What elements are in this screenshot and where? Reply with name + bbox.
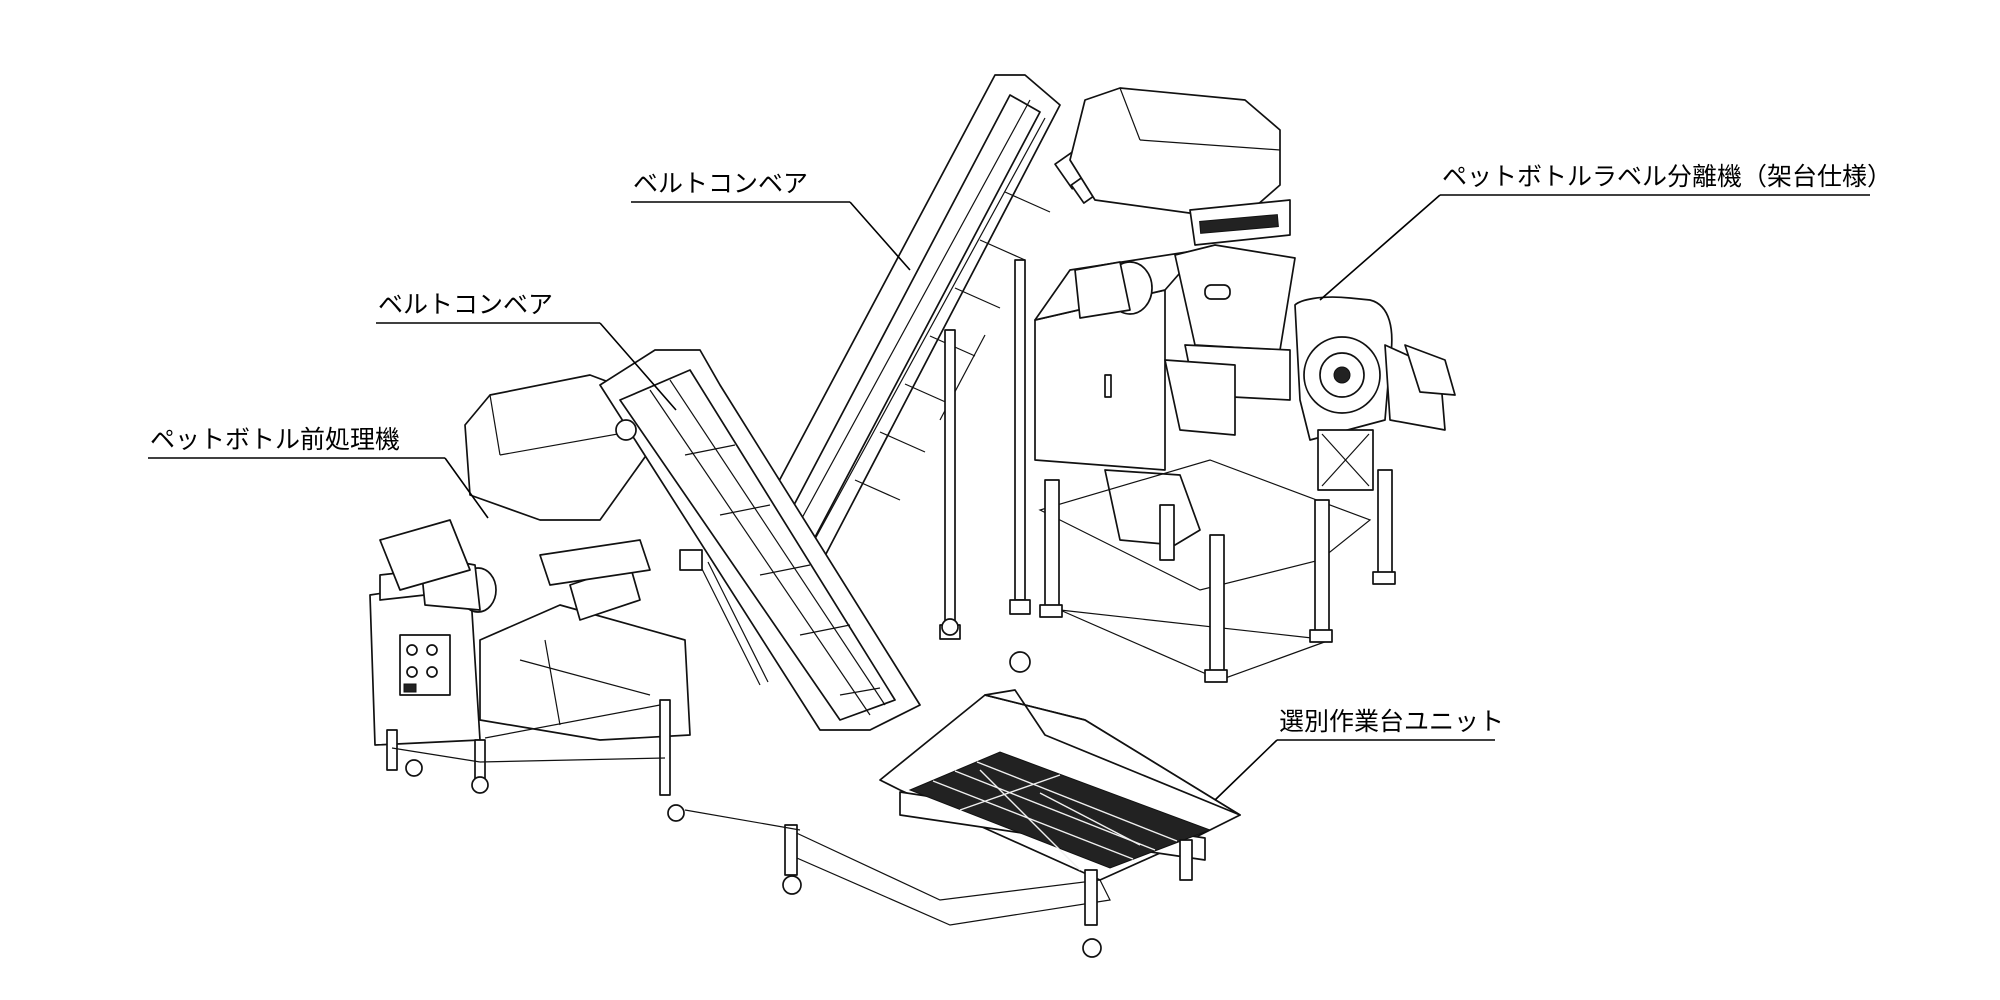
label-preprocessor: ペットボトル前処理機 <box>150 425 400 454</box>
leader-lines <box>148 194 1870 801</box>
leader-label-separator-pointer <box>1319 194 1441 301</box>
label-conveyor-rear: ベルトコンベア <box>633 169 808 198</box>
front-belt-conveyor-drawing <box>599 349 921 731</box>
label-separator-drawing <box>1034 87 1456 683</box>
preprocessor-drawing <box>369 374 691 822</box>
label-conveyor-front: ベルトコンベア <box>378 290 553 319</box>
leader-conveyor-front-pointer <box>599 322 677 411</box>
sorting-table-drawing <box>684 689 1241 958</box>
leader-conveyor-rear-pointer <box>849 201 911 271</box>
rear-belt-conveyor-drawing <box>744 74 1108 673</box>
leader-preprocessor-pointer <box>444 457 489 519</box>
label-sorting-table: 選別作業台ユニット <box>1279 707 1504 736</box>
label-label-separator: ペットボトルラベル分離機（架台仕様） <box>1442 162 1892 191</box>
leader-sorting-table-pointer <box>1214 739 1278 801</box>
